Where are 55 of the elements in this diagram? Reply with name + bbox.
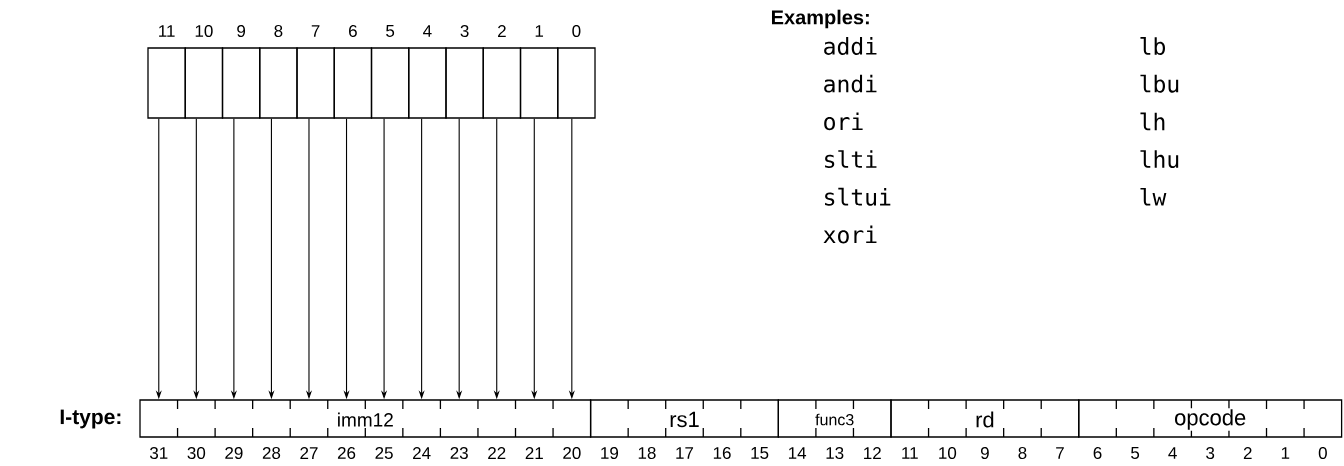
- bit-number: 6: [1093, 447, 1102, 460]
- bit-number: 11: [159, 25, 175, 37]
- heading: Examples:: [772, 9, 869, 29]
- bit-number: 5: [386, 25, 395, 37]
- bit-cell: [370, 47, 410, 119]
- bit-number: 3: [460, 25, 469, 38]
- instruction-name: lbu: [1140, 74, 1179, 93]
- bit-number: 18: [638, 447, 656, 460]
- bit-number: 20: [563, 447, 581, 460]
- bit-cell: [184, 47, 224, 119]
- bit-number: 0: [572, 25, 581, 38]
- bit-number: 7: [1056, 447, 1064, 459]
- bit-cell: [147, 47, 186, 119]
- bit-cell: [221, 47, 261, 119]
- bit-number: 4: [423, 25, 432, 37]
- instruction-name: lhu: [1140, 150, 1179, 169]
- instruction-name: lb: [1140, 37, 1165, 55]
- bit-number: 16: [713, 447, 731, 460]
- bit-number: 9: [237, 25, 246, 38]
- instruction-name: lh: [1140, 112, 1165, 131]
- instruction-name: andi: [824, 74, 877, 93]
- bit-cell: [519, 47, 559, 119]
- bit-number: 2: [498, 25, 506, 37]
- bit-number: 10: [939, 447, 957, 460]
- instruction-name: slti: [825, 150, 877, 169]
- instruction-name: xori: [823, 225, 877, 244]
- bit-number: 21: [525, 447, 543, 459]
- instruction-name: addi: [824, 37, 877, 55]
- instruction-name: lw: [1140, 188, 1167, 206]
- field-box: opcode: [1078, 399, 1343, 438]
- field-box: rs1: [589, 399, 779, 438]
- bit-cell: [408, 47, 447, 119]
- bit-number: 8: [274, 25, 283, 38]
- field-box: func3: [777, 399, 892, 438]
- bit-cell: [445, 47, 484, 119]
- bit-number: 7: [311, 25, 320, 37]
- bit-cell: [259, 47, 298, 119]
- bit-number: 1: [535, 25, 544, 37]
- format-label: I-type:: [60, 409, 121, 429]
- instruction-name: sltui: [825, 187, 891, 206]
- bit-cell: [333, 47, 373, 119]
- instruction-name: ori: [824, 112, 863, 131]
- bit-number: 15: [751, 447, 769, 459]
- field-box: rd: [890, 399, 1080, 438]
- bit-number: 6: [349, 25, 357, 38]
- bit-number: 13: [826, 447, 844, 460]
- bit-cell: [557, 47, 596, 119]
- bit-number: 12: [864, 447, 881, 459]
- bit-number: 14: [789, 447, 807, 459]
- bit-number: 19: [601, 447, 619, 460]
- bit-cell: [296, 47, 335, 119]
- bit-number: 11: [902, 447, 918, 459]
- bit-cell: [482, 47, 522, 119]
- bit-number: 10: [195, 25, 213, 38]
- field-box: imm12: [139, 399, 592, 438]
